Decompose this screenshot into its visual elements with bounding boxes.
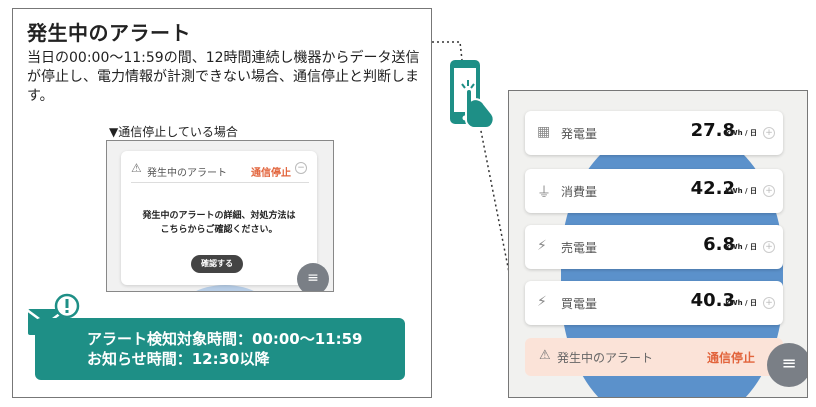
app-screenshot: ▦ 発電量 27.8 kWh / 日 + ⏚ 消費量 42.2 kWh / 日 … [508, 90, 808, 398]
warning-icon: ⚠ [539, 348, 551, 363]
card-sell[interactable]: ⚡ 売電量 6.8 kWh / 日 + [525, 225, 783, 269]
alert-card-example: ⚠ 発生中のアラート 通信停止 − 発生中のアラートの詳細、対処方法は こちらか… [121, 151, 317, 285]
solar-panel-icon: ▦ [537, 124, 551, 140]
banner-notify-time: お知らせ時間：12:30以降 [87, 350, 270, 368]
menu-fab[interactable]: ≡ [297, 263, 329, 291]
expand-icon[interactable]: + [763, 297, 775, 309]
alert-time-banner: アラート検知対象時間：00:00～11:59 お知らせ時間：12:30以降 [35, 318, 405, 380]
alert-label: 発生中のアラート [147, 168, 227, 179]
description-text: 当日の00:00～11:59の間、12時間連続し機器からデータ送信が停止し、電力… [27, 50, 420, 104]
confirm-button[interactable]: 確認する [191, 255, 243, 273]
expand-icon[interactable]: + [763, 127, 775, 139]
chart-background [177, 285, 273, 291]
card-consumption[interactable]: ⏚ 消費量 42.2 kWh / 日 + [525, 169, 783, 213]
card-generation[interactable]: ▦ 発電量 27.8 kWh / 日 + [525, 111, 783, 155]
example-caption: ▼通信停止している場合 [109, 125, 238, 139]
page-title: 発生中のアラート [27, 21, 191, 45]
alert-header: ⚠ 発生中のアラート 通信停止 − [131, 161, 309, 183]
banner-detect-time: アラート検知対象時間：00:00～11:59 [87, 330, 363, 348]
alert-message: 発生中のアラートの詳細、対処方法は こちらからご確認ください。 [142, 211, 296, 235]
tower-buy-icon: ⚡ [537, 294, 547, 310]
collapse-icon[interactable]: − [295, 162, 307, 174]
card-buy[interactable]: ⚡ 買電量 40.3 kWh / 日 + [525, 281, 783, 325]
explanation-panel: 発生中のアラート 当日の00:00～11:59の間、12時間連続し機器からデータ… [12, 8, 432, 398]
warning-icon: ⚠ [131, 161, 142, 175]
example-screenshot: ⚠ 発生中のアラート 通信停止 − 発生中のアラートの詳細、対処方法は こちらか… [106, 140, 334, 292]
plug-icon: ⏚ [537, 185, 551, 201]
expand-icon[interactable]: + [763, 241, 775, 253]
expand-icon[interactable]: + [763, 185, 775, 197]
menu-fab[interactable]: ≡ [767, 343, 807, 387]
alert-label: 発生中のアラート [557, 351, 654, 365]
tower-sell-icon: ⚡ [537, 238, 547, 254]
alert-status: 通信停止 [706, 351, 755, 365]
phone-tap-icon [450, 60, 495, 129]
alert-card[interactable]: ⚠ 発生中のアラート 通信停止 [525, 338, 783, 376]
alert-status: 通信停止 [251, 168, 291, 179]
